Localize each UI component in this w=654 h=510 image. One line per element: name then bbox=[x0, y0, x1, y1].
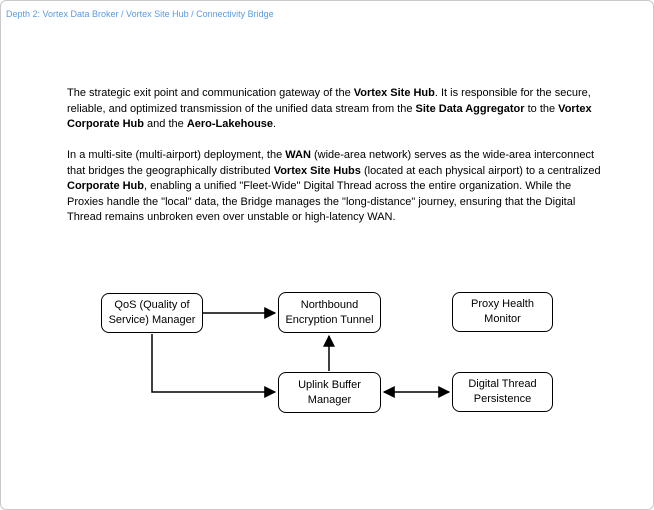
description-text: The strategic exit point and communicati… bbox=[67, 86, 605, 241]
breadcrumb[interactable]: Depth 2: Vortex Data Broker / Vortex Sit… bbox=[6, 9, 274, 19]
arrow-qos-to-uplink bbox=[151, 334, 277, 398]
node-uplink-buffer-manager[interactable]: Uplink Buffer Manager bbox=[278, 372, 381, 413]
node-digital-thread-persistence[interactable]: Digital Thread Persistence bbox=[452, 372, 553, 412]
paragraph-wan-bridge: In a multi-site (multi-airport) deployme… bbox=[67, 149, 601, 223]
paragraph-overview: The strategic exit point and communicati… bbox=[67, 87, 592, 130]
node-qos-manager[interactable]: QoS (Quality of Service) Manager bbox=[101, 293, 203, 333]
node-northbound-encryption-tunnel[interactable]: Northbound Encryption Tunnel bbox=[278, 292, 381, 333]
node-proxy-health-monitor[interactable]: Proxy Health Monitor bbox=[452, 292, 553, 332]
